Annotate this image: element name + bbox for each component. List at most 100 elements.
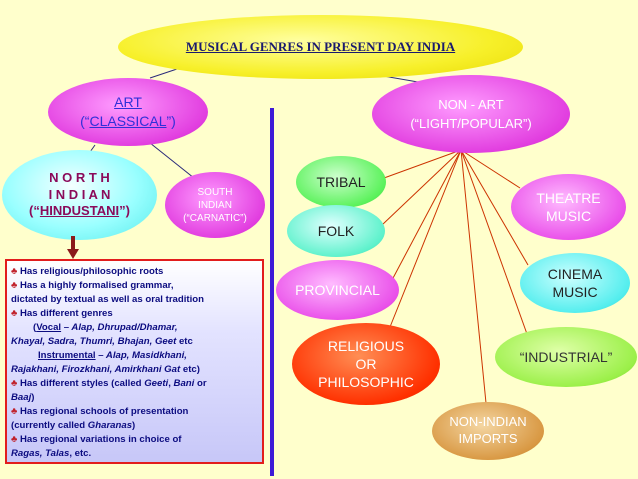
down-arrow-icon: [67, 236, 79, 259]
note-line: ♣ Has regional variations in choice of: [11, 433, 258, 447]
south-label: SOUTH: [197, 186, 233, 198]
north-label: N O R T H: [49, 169, 110, 185]
religious-line2: OR: [355, 355, 377, 372]
note-line: ♣ Has different styles (called Geeti, Ba…: [11, 377, 258, 391]
vocal-word: Vocal: [36, 322, 62, 333]
art-word: ART: [114, 94, 142, 111]
hindustani-close: ”): [119, 203, 130, 219]
nonart-fan-lines: [381, 149, 529, 404]
etc-word: , etc.: [69, 448, 92, 459]
note-line: Rajakhani, Firozkhani, Amirkhani Gat etc…: [11, 363, 258, 377]
title-text: MUSICAL GENRES IN PRESENT DAY INDIA: [185, 39, 456, 54]
club-bullet-icon: ♣: [11, 434, 18, 445]
carnatic-label: (“CARNATIC”): [183, 212, 247, 224]
fan-line-theatre: [460, 149, 521, 189]
indian-label: I N D I A N: [48, 186, 111, 202]
gharanas-word: Gharanas: [87, 420, 133, 431]
theatre-line1: THEATRE: [536, 189, 601, 206]
vertical-divider: [270, 108, 274, 476]
fan-line-folk: [381, 149, 462, 226]
cinema-line2: MUSIC: [552, 284, 598, 300]
nonindian-line1: NON-INDIAN: [449, 414, 527, 430]
theatre-line2: MUSIC: [545, 208, 592, 224]
note-text: Has regional variations in choice of: [17, 434, 182, 445]
provincial-node: PROVINCIAL: [276, 260, 399, 320]
note-line: Ragas, Talas, etc.: [11, 447, 258, 461]
non-art-node: NON - ART (“LIGHT/POPULAR”): [372, 75, 570, 153]
note-line: (Vocal – Alap, Dhrupad/Dhamar,: [33, 322, 178, 333]
instrumental-etc: etc): [180, 364, 200, 375]
note-line: Baaj): [11, 391, 258, 405]
classical-label: (“CLASSICAL”): [80, 112, 176, 131]
hindustani-open: (“: [29, 203, 40, 219]
religious-line1: RELIGIOUS: [327, 337, 405, 354]
fan-line-nonindian: [460, 149, 487, 404]
note-text: (currently called: [11, 420, 88, 431]
note-line: ♣ Has religious/philosophic roots: [11, 265, 258, 279]
close-paren: ): [132, 420, 136, 431]
hindustani-notes-box: ♣ Has religious/philosophic roots ♣ Has …: [5, 259, 264, 464]
club-bullet-icon: ♣: [11, 378, 18, 389]
note-text: Has religious/philosophic roots: [17, 266, 164, 277]
close-paren: ): [31, 392, 35, 403]
club-bullet-icon: ♣: [11, 280, 18, 291]
ragas-talas-words: Ragas, Talas: [11, 448, 70, 459]
diagram-title: MUSICAL GENRES IN PRESENT DAY INDIA: [118, 15, 523, 79]
note-text: Has regional schools of presentation: [17, 406, 189, 417]
fan-line-provincial: [391, 149, 462, 281]
fan-line-cinema: [460, 149, 529, 266]
religious-node: RELIGIOUS OR PHILOSOPHIC: [292, 323, 440, 405]
note-line: ♣ Has a highly formalised grammar,: [11, 279, 258, 293]
hindustani-word: HINDUSTANI: [39, 203, 120, 219]
fan-line-tribal: [383, 149, 462, 179]
instrumental-genres: – Alap, Masidkhani,: [95, 350, 187, 361]
note-line: Khayal, Sadra, Thumri, Bhajan, Geet etc: [11, 335, 258, 349]
note-line: ♣ Has regional schools of presentation: [11, 405, 258, 419]
note-text: Has different styles (called: [17, 378, 145, 389]
south-indian-node: SOUTH INDIAN (“CARNATIC”): [165, 172, 265, 238]
note-line: Instrumental – Alap, Masidkhani,: [11, 349, 258, 363]
fan-line-industrial: [460, 149, 528, 335]
classical-close: ”): [166, 113, 176, 129]
cinema-music-node: CINEMA MUSIC: [520, 253, 630, 313]
industrial-label: “INDUSTRIAL”: [519, 349, 613, 365]
light-popular-label: (“LIGHT/POPULAR”): [410, 116, 532, 131]
non-art-label: NON - ART: [438, 96, 504, 112]
club-bullet-icon: ♣: [11, 406, 18, 417]
fan-line-religious: [389, 149, 462, 328]
industrial-node: “INDUSTRIAL”: [495, 327, 637, 387]
classical-word: CLASSICAL: [89, 113, 167, 129]
art-label: ART: [114, 93, 142, 112]
instrumental-word: Instrumental: [38, 350, 96, 361]
south-indian-label: INDIAN: [198, 199, 232, 211]
religious-line3: PHILOSOPHIC: [318, 374, 414, 391]
note-line: dictated by textual as well as oral trad…: [11, 293, 258, 307]
note-line: ♣ Has different genres: [11, 307, 258, 321]
instrumental-genres-cont: Rajakhani, Firozkhani, Amirkhani Gat: [11, 364, 181, 375]
bani-word: Bani: [173, 378, 195, 389]
tribal-node: TRIBAL: [296, 156, 386, 208]
folk-label: FOLK: [317, 223, 355, 239]
note-line: (currently called Gharanas): [11, 419, 258, 433]
theatre-music-node: THEATRE MUSIC: [511, 174, 626, 240]
or-word: or: [194, 378, 207, 389]
note-text: Has different genres: [17, 308, 113, 319]
comma: ,: [168, 378, 174, 389]
non-indian-imports-node: NON-INDIAN IMPORTS: [432, 402, 544, 460]
geeti-word: Geeti: [144, 378, 169, 389]
classical-open: (“: [80, 113, 90, 129]
north-indian-node: N O R T H I N D I A N (“HINDUSTANI”): [2, 150, 157, 240]
vocal-genres: – Alap, Dhrupad/Dhamar,: [61, 322, 178, 333]
note-text: Has a highly formalised grammar,: [17, 280, 174, 291]
cinema-line1: CINEMA: [547, 265, 603, 282]
vocal-genres-cont: Khayal, Sadra, Thumri, Bhajan, Geet: [11, 336, 177, 347]
hindustani-label: (“HINDUSTANI”): [29, 203, 130, 220]
nonindian-line2: IMPORTS: [458, 431, 518, 446]
baaj-word: Baaj: [11, 392, 32, 403]
provincial-label: PROVINCIAL: [295, 282, 380, 298]
club-bullet-icon: ♣: [11, 266, 18, 277]
tribal-label: TRIBAL: [316, 174, 366, 190]
note-text: dictated by textual as well as oral trad…: [11, 294, 204, 305]
art-classical-node: ART (“CLASSICAL”): [48, 78, 208, 146]
